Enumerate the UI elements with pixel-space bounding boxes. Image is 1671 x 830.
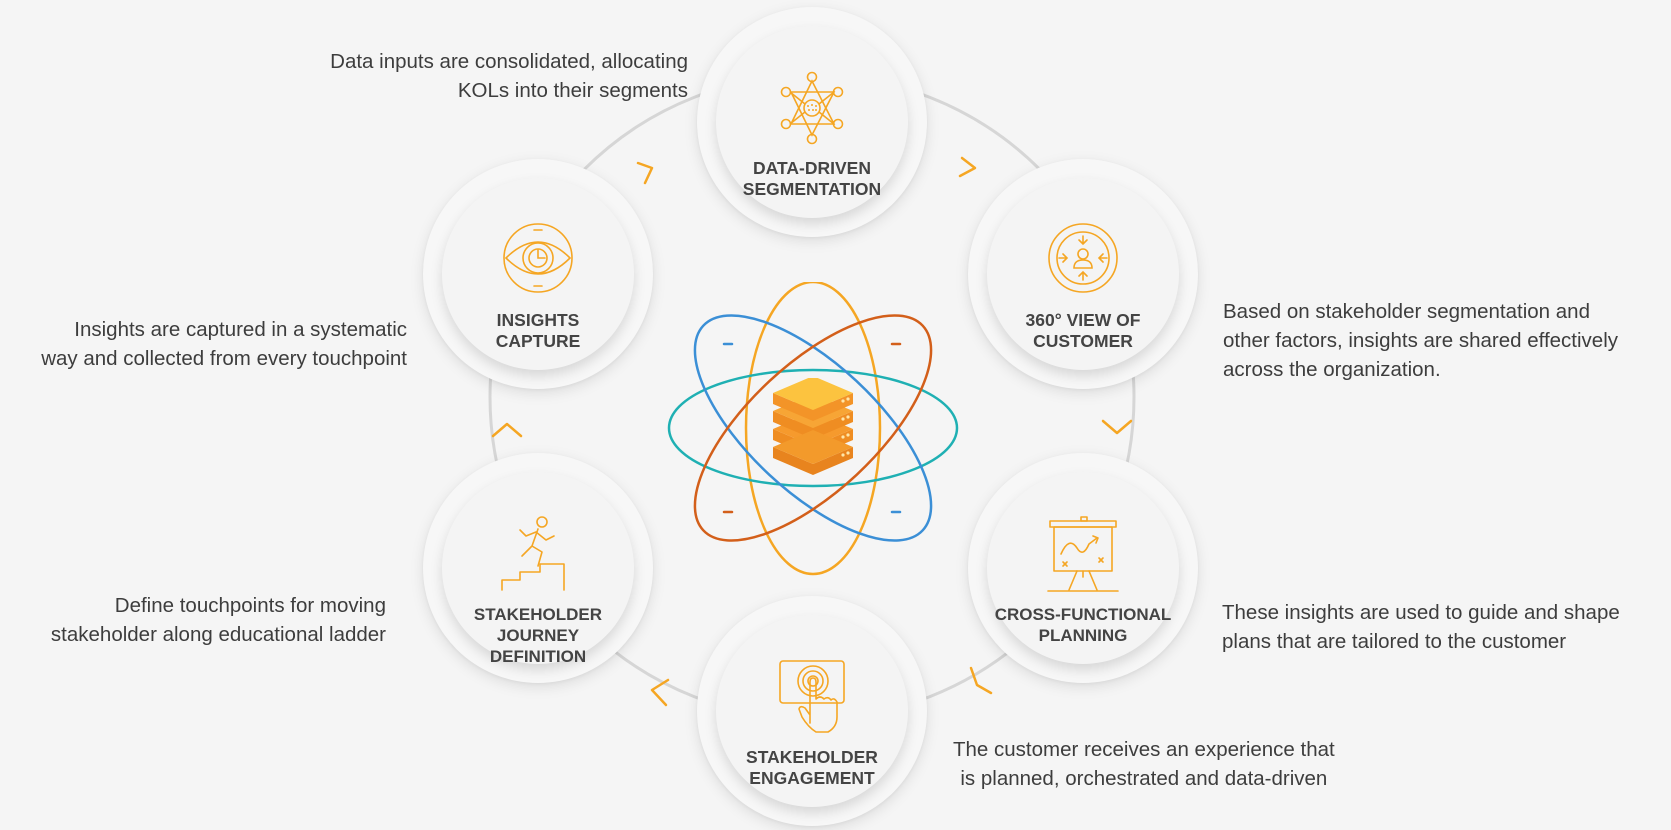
presentation-board-icon <box>1043 514 1123 594</box>
description-engagement: The customer receives an experience that… <box>953 738 1335 790</box>
arrow-icon <box>491 422 523 438</box>
eye-icon <box>498 220 578 300</box>
customer-360-icon <box>1043 220 1123 300</box>
stairs-runner-icon <box>498 514 578 594</box>
node-cross-functional-planning: CROSS-FUNCTIONAL PLANNING <box>968 453 1198 683</box>
node-label: INSIGHTS CAPTURE <box>495 310 581 351</box>
database-server-icon <box>773 378 853 475</box>
description-planning: These insights are used to guide and sha… <box>1222 601 1620 653</box>
node-label: 360° VIEW OF CUSTOMER <box>1025 310 1141 351</box>
atom-orbits-icon <box>667 282 959 576</box>
node-insights-capture: INSIGHTS CAPTURE <box>423 159 653 389</box>
node-stakeholder-engagement: STAKEHOLDER ENGAGEMENT <box>697 596 927 826</box>
arrow-icon <box>650 678 670 707</box>
network-icon <box>772 68 852 148</box>
node-label: STAKEHOLDER JOURNEY DEFINITION <box>473 605 603 666</box>
description-insights: Insights are captured in a systematic wa… <box>41 318 407 370</box>
node-data-driven-segmentation: DATA-DRIVEN SEGMENTATION <box>697 7 927 237</box>
node-label: STAKEHOLDER ENGAGEMENT <box>746 747 878 788</box>
description-journey: Define touchpoints for moving stakeholde… <box>50 594 386 646</box>
node-stakeholder-journey-definition: STAKEHOLDER JOURNEY DEFINITION <box>423 453 653 683</box>
arrow-icon <box>1101 419 1133 435</box>
arrow-icon <box>636 161 654 185</box>
node-label: CROSS-FUNCTIONAL PLANNING <box>994 605 1172 645</box>
arrow-icon <box>958 156 977 178</box>
touch-screen-icon <box>772 657 852 737</box>
description-data-driven: Data inputs are consolidated, allocating… <box>330 50 688 102</box>
node-360-view: 360° VIEW OF CUSTOMER <box>968 159 1198 389</box>
description-360-view: Based on stakeholder segmentation and ot… <box>1223 300 1619 381</box>
arrow-icon <box>969 666 993 695</box>
node-label: DATA-DRIVEN SEGMENTATION <box>742 158 882 199</box>
